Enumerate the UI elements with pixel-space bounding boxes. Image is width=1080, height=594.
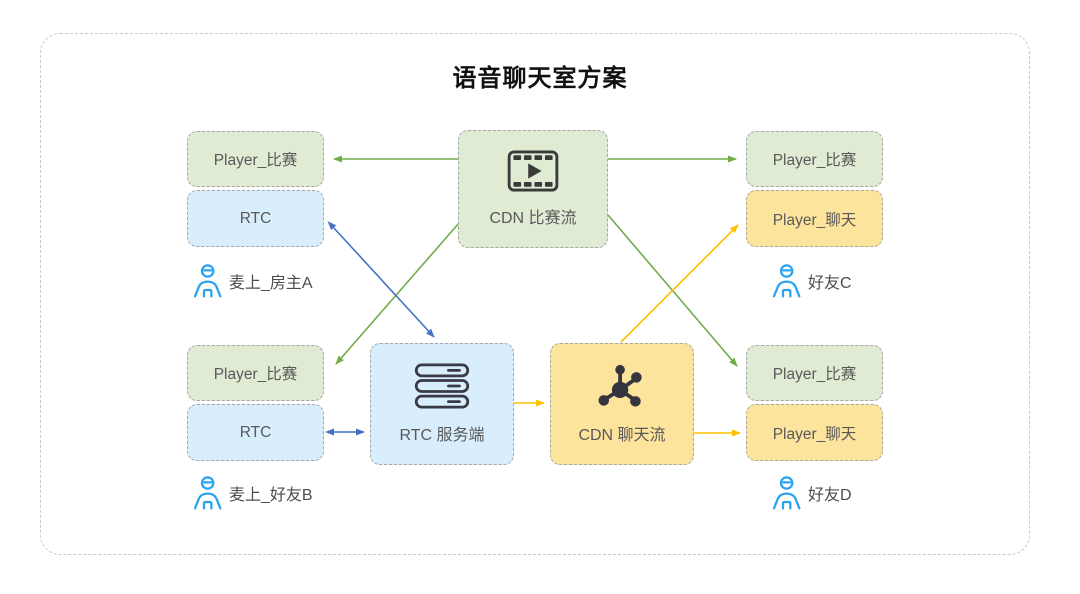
node-label: Player_比赛 [772, 366, 857, 383]
network-icon [598, 364, 642, 407]
person-icon [193, 476, 222, 510]
node-cdn-match: CDN 比赛流 [458, 130, 608, 248]
node-player-match-b: Player_比赛 [187, 345, 324, 401]
film-icon [507, 150, 559, 192]
node-player-match-a: Player_比赛 [187, 131, 324, 187]
user-friend-b: 麦上_好友B [191, 470, 313, 516]
user-label: 好友D [808, 487, 852, 504]
node-label: RTC [239, 423, 272, 441]
node-player-chat-d: Player_聊天 [746, 404, 883, 461]
user-host-a: 麦上_房主A [191, 258, 313, 304]
user-label: 麦上_好友B [229, 487, 313, 504]
person-icon [772, 264, 801, 298]
person-icon [772, 476, 801, 510]
node-cdn-chat: CDN 聊天流 [550, 343, 694, 465]
node-player-chat-c: Player_聊天 [746, 190, 883, 247]
node-label: Player_聊天 [772, 211, 857, 229]
node-rtc-a: RTC [187, 190, 324, 247]
node-label: RTC 服务端 [399, 427, 485, 444]
node-player-match-c: Player_比赛 [746, 131, 883, 187]
node-label: CDN 比赛流 [489, 210, 577, 227]
node-rtc-b: RTC [187, 404, 324, 461]
node-player-match-d: Player_比赛 [746, 345, 883, 401]
person-icon [193, 264, 222, 298]
user-friend-d: 好友D [770, 470, 852, 516]
node-label: CDN 聊天流 [578, 427, 666, 444]
user-label: 麦上_房主A [229, 275, 313, 292]
node-rtc-server: RTC 服务端 [370, 343, 514, 465]
user-label: 好友C [808, 275, 852, 292]
node-label: RTC [239, 209, 272, 227]
node-label: Player_聊天 [772, 425, 857, 443]
server-icon [414, 363, 470, 409]
user-friend-c: 好友C [770, 258, 852, 304]
node-label: Player_比赛 [772, 152, 857, 169]
node-label: Player_比赛 [213, 366, 298, 383]
diagram-title: 语音聊天室方案 [452, 65, 628, 92]
diagram-border [40, 33, 1030, 555]
node-label: Player_比赛 [213, 152, 298, 169]
